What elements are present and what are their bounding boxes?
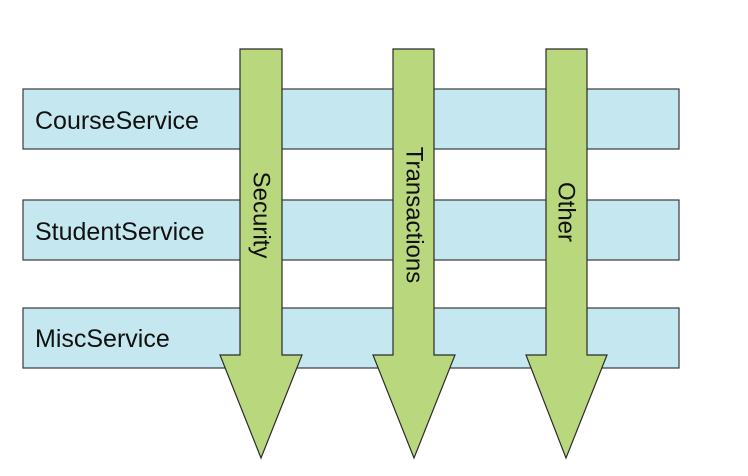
service-labels: CourseService StudentService MiscService (35, 107, 205, 353)
other-arrow (525, 48, 608, 460)
transactions-arrow (372, 48, 456, 460)
service-label-student: StudentService (35, 218, 205, 246)
concern-label-transactions: Transactions (401, 147, 428, 284)
concern-arrows (219, 48, 608, 460)
concern-label-other: Other (553, 182, 580, 242)
concern-labels: Security Transactions Other (248, 147, 580, 284)
service-label-misc: MiscService (35, 325, 170, 353)
service-label-course: CourseService (35, 107, 199, 135)
security-arrow (219, 48, 303, 460)
concern-label-security: Security (248, 172, 275, 259)
